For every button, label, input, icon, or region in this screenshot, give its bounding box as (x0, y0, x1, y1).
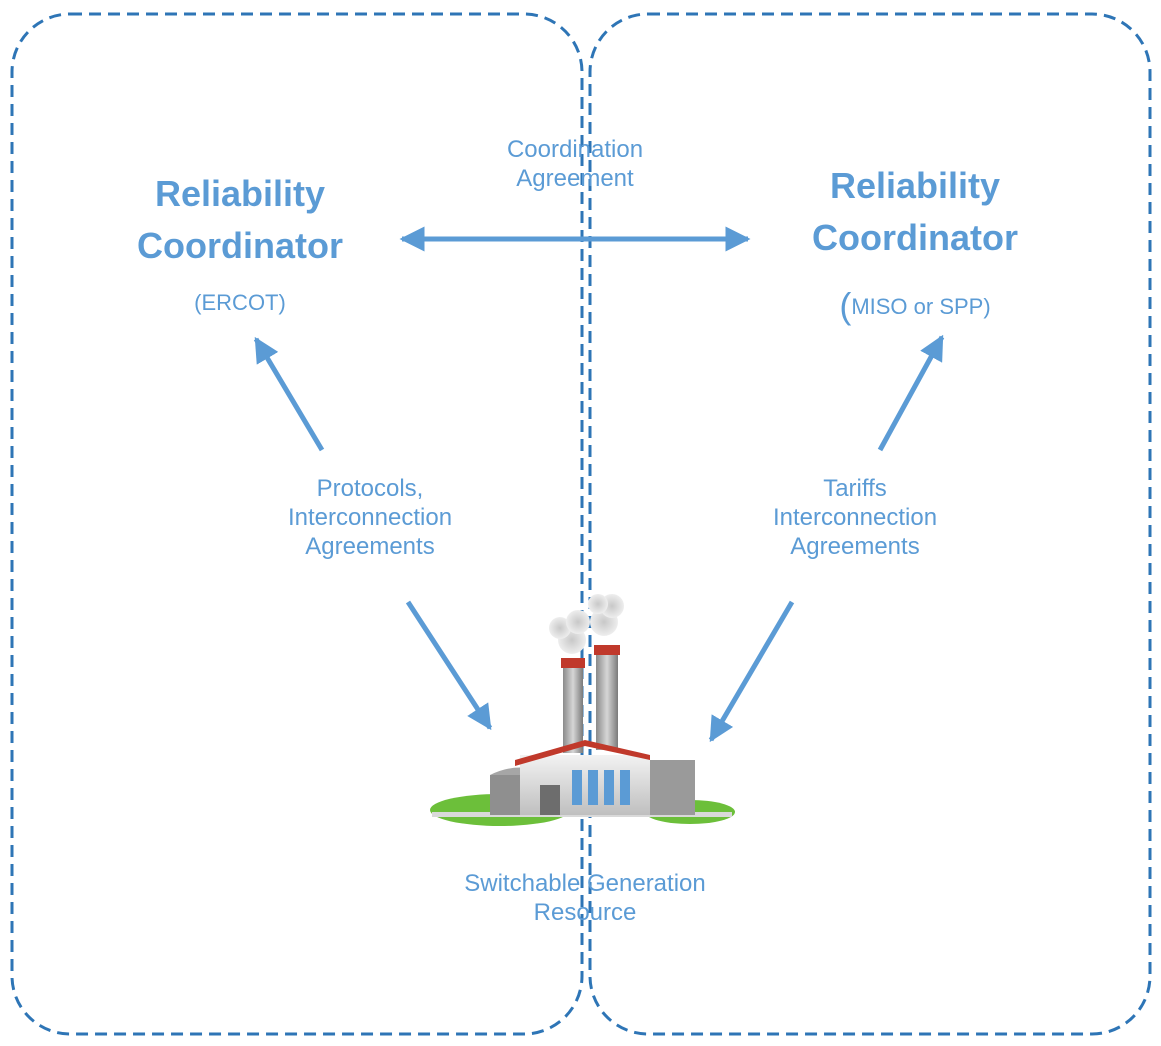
left-up-arrow (253, 336, 325, 452)
coordination-line1: Coordination (506, 136, 644, 163)
tariffs-line2: Interconnection (772, 503, 938, 531)
right-rc-subtitle: (MISO or SPP) (800, 284, 1030, 327)
right-rc-subtitle-text: MISO or SPP) (851, 294, 991, 319)
right-rc-title-line1: Reliability (829, 165, 1001, 206)
coordination-agreement-label: Coordination Agreement (440, 136, 710, 194)
protocols-line2: Interconnection (287, 503, 453, 531)
right-rc-title: Reliability Coordinator (760, 160, 1070, 264)
left-rc-subtitle: (ERCOT) (194, 290, 286, 315)
right-region-boundary (588, 12, 1152, 1036)
tariffs-line1: Tariffs (823, 475, 887, 502)
resource-line2: Resource (533, 898, 637, 926)
coordination-line2: Agreement (516, 164, 634, 192)
left-down-arrow (405, 600, 493, 731)
power-plant-icon (430, 594, 735, 826)
left-rc-title-line1: Reliability (154, 173, 326, 214)
right-down-arrow (708, 600, 795, 743)
right-up-arrow (877, 334, 945, 452)
left-rc-title-line2: Coordinator (137, 225, 343, 267)
tariffs-line3: Agreements (790, 532, 920, 560)
protocols-line1: Protocols, (316, 475, 424, 502)
protocols-line3: Agreements (305, 532, 435, 560)
generation-resource-label: Switchable Generation Resource (420, 870, 750, 928)
tariffs-label: Tariffs Interconnection Agreements (730, 475, 980, 561)
left-region-boundary (10, 12, 584, 1036)
left-rc-title: Reliability Coordinator (90, 168, 390, 272)
protocols-label: Protocols, Interconnection Agreements (230, 475, 510, 561)
resource-line1: Switchable Generation (464, 870, 706, 897)
right-rc-subtitle-paren: ( (839, 285, 852, 326)
right-rc-title-line2: Coordinator (812, 217, 1018, 259)
